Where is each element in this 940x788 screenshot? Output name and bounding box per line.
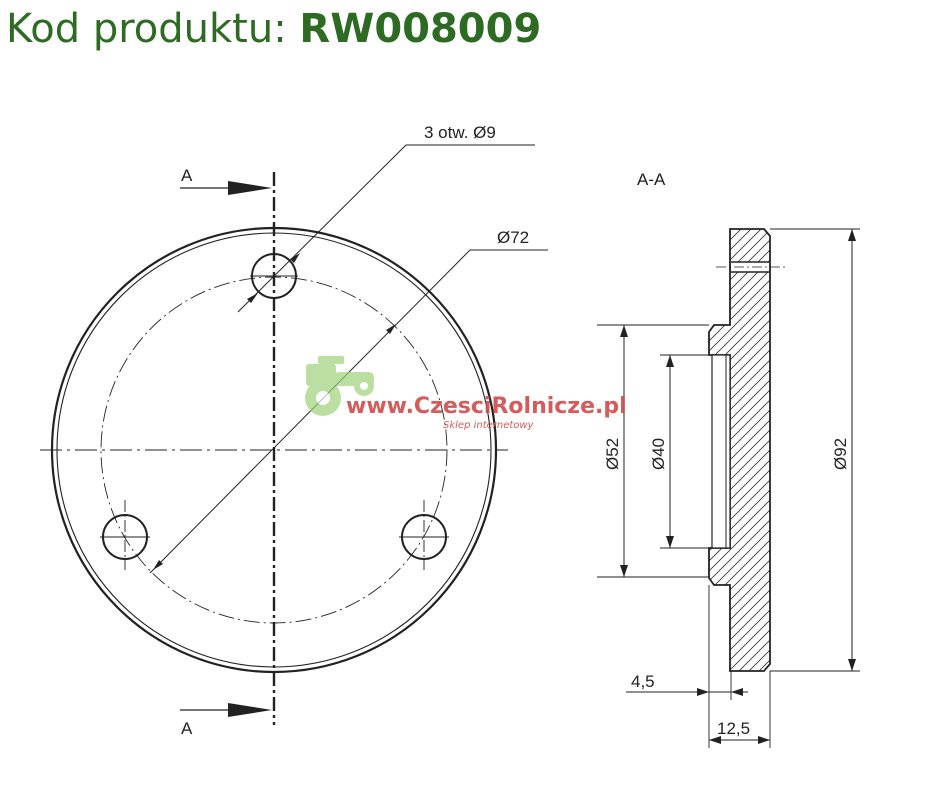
product-code-title: Kod produktu: RW008009 [6, 2, 541, 56]
watermark-logo [305, 356, 374, 416]
hole-cutout [731, 262, 769, 272]
product-code-value: RW008009 [299, 6, 542, 52]
section-title: A-A [637, 170, 666, 189]
bolt-hole-right [399, 500, 449, 570]
section-view [597, 228, 860, 748]
outer-diameter-text: Ø92 [831, 438, 850, 470]
watermark-subtitle: Sklep internetowy [443, 420, 535, 431]
front-view [40, 144, 548, 725]
pitch-diameter-text: Ø72 [497, 228, 529, 247]
section-label-top: A [181, 166, 193, 185]
recess-face [711, 354, 731, 549]
recess-diameter-text: Ø40 [649, 438, 668, 470]
bolt-hole-left [100, 500, 150, 570]
hole-callout-text: 3 otw. Ø9 [424, 123, 496, 142]
section-arrow-top [228, 181, 272, 195]
product-code-label: Kod produktu: [6, 6, 287, 52]
section-profile [708, 228, 771, 672]
step-diameter-text: Ø52 [603, 438, 622, 470]
tractor-icon [305, 356, 374, 416]
recess-depth-text: 4,5 [631, 672, 655, 691]
watermark-url: www.CzesciRolnicze.pl [346, 394, 627, 419]
hole-callout-leader [237, 144, 535, 313]
pitch-diameter-leader [149, 249, 548, 574]
thickness-text: 12,5 [717, 719, 750, 738]
section-label-bottom: A [181, 719, 193, 738]
section-arrow-bottom [228, 703, 272, 717]
